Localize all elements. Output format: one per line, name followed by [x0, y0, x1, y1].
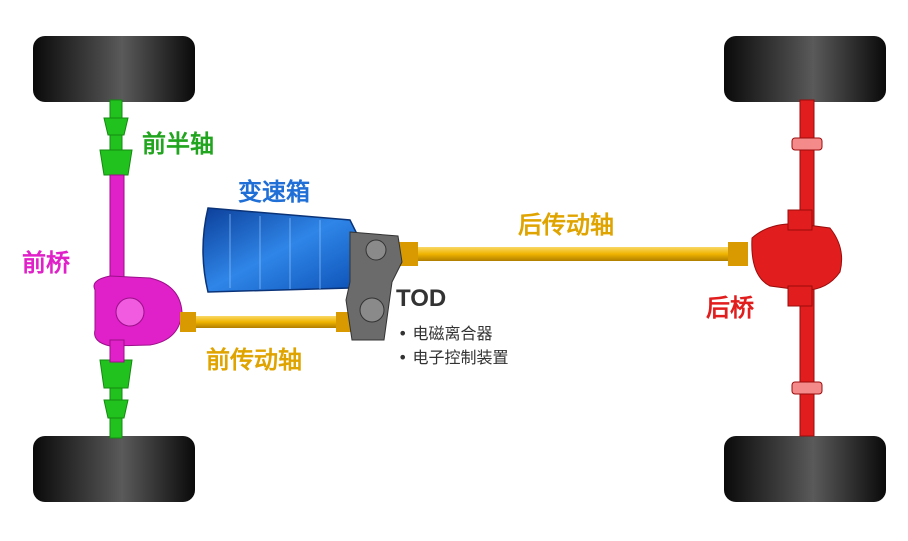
front-axle [93, 174, 183, 363]
front-driveshaft [180, 312, 352, 332]
tod-feature-list: 电磁离合器 电子控制装置 [398, 322, 509, 370]
tod-feature-item: 电磁离合器 [398, 322, 509, 346]
front-right-tire [33, 436, 195, 502]
transmission [202, 207, 361, 293]
front-half-shaft [99, 99, 133, 439]
front-driveshaft-label: 前传动轴 [206, 346, 302, 374]
rear-axle-label: 后桥 [706, 294, 754, 322]
rear-axle [751, 99, 843, 437]
front-left-tire [33, 36, 195, 102]
rear-driveshaft-label: 后传动轴 [518, 211, 614, 239]
rear-driveshaft [398, 242, 748, 266]
tod-feature-item: 电子控制装置 [398, 346, 509, 370]
transmission-label: 变速箱 [238, 178, 310, 206]
rear-right-tire [724, 436, 886, 502]
tod-label: TOD [396, 285, 447, 312]
front-half-shaft-label: 前半轴 [142, 130, 214, 158]
front-axle-label: 前桥 [22, 249, 70, 277]
rear-left-tire [724, 36, 886, 102]
tod-unit [345, 231, 403, 341]
